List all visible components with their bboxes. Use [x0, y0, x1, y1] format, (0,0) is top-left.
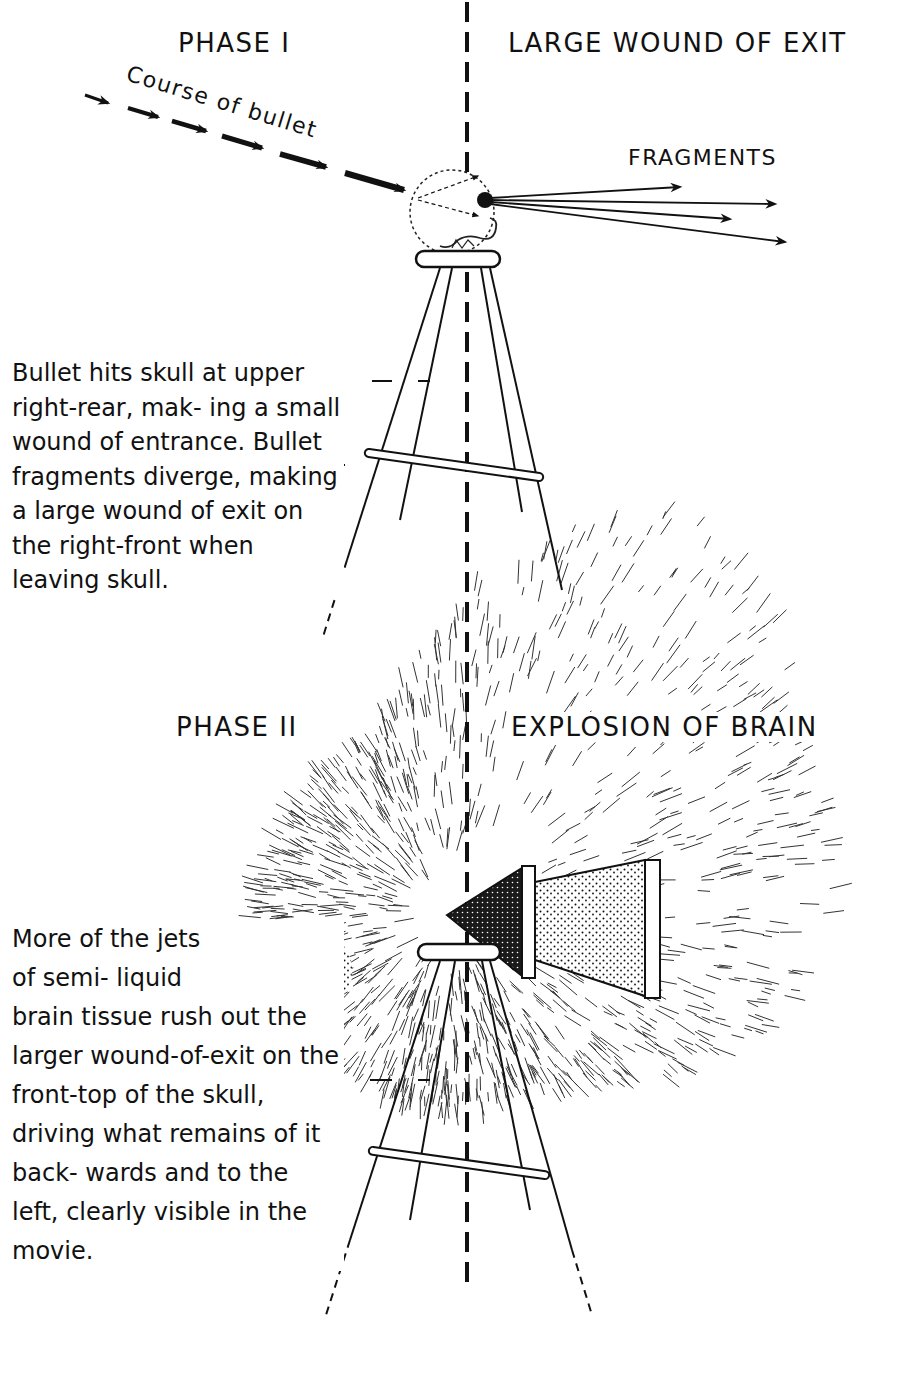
arrow-label: Course of bullet [121, 60, 324, 144]
tripod-stand [322, 251, 562, 640]
tripod-stand [326, 944, 592, 1315]
skull [410, 170, 496, 254]
phase-title: EXPLOSION OF BRAIN [508, 712, 821, 742]
label-text: Course of bullet [124, 61, 321, 143]
arrow-label: FRAGMENTS [625, 145, 780, 170]
label-text: PHASE II [176, 712, 298, 742]
label-text: EXPLOSION OF BRAIN [511, 712, 818, 742]
label-text: PHASE I [178, 28, 290, 58]
phase-title: LARGE WOUND OF EXIT [505, 28, 850, 58]
description-text: Bullet hits skull at upper right-rear, m… [10, 356, 344, 598]
label-text: FRAGMENTS [628, 145, 777, 170]
brain-jet-cone [447, 860, 660, 998]
phase-heading: PHASE I [175, 28, 293, 58]
wrap-spacer [222, 920, 342, 998]
label-text: LARGE WOUND OF EXIT [508, 28, 847, 58]
phase-heading: PHASE II [173, 712, 301, 742]
label-text: More of the jets of semi- liquid brain t… [12, 925, 339, 1265]
label-text: Bullet hits skull at upper right-rear, m… [12, 359, 340, 594]
fragment-arrows [490, 187, 785, 242]
description-text: More of the jets of semi- liquid brain t… [10, 920, 344, 1271]
